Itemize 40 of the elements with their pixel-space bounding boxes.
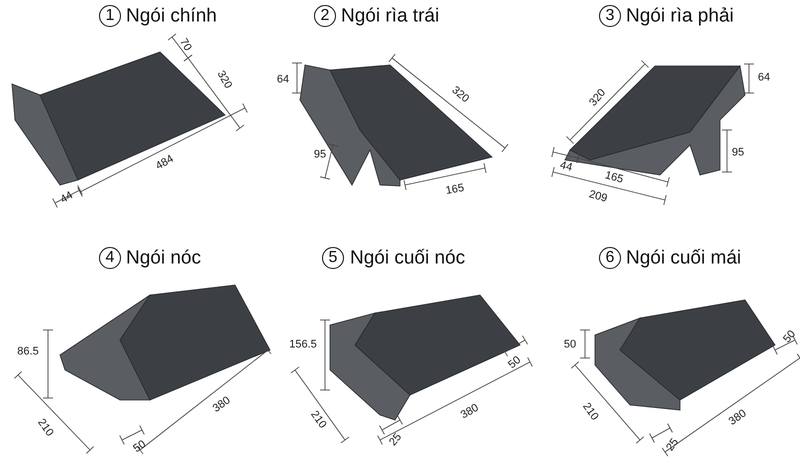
tile-name: Ngói nóc [126,248,201,268]
dimension-label: 64 [276,74,290,86]
tile-name: Ngói rìa trái [341,6,440,26]
tile-name: Ngói rìa phải [626,6,734,26]
dimension-label: 156.5 [289,340,317,350]
dimension-label: 44 [58,190,76,206]
tile-name: Ngói cuối mái [626,248,742,268]
dimension-label: 95 [314,150,326,160]
dimension-label: 380 [459,402,481,422]
dimension-label: 50 [782,328,798,346]
tile-name: Ngói chính [126,6,217,26]
dimension-label: 210 [35,417,55,439]
dimension-label: 380 [727,408,749,428]
number-circle: 5 [322,247,344,269]
dimension-label: 25 [388,432,404,448]
dimension-label: 70 [177,36,193,54]
dimension-label: 64 [758,72,770,84]
dimension-label: 209 [588,189,608,205]
number-circle: 2 [314,5,336,27]
dimension-label: 320 [449,84,471,106]
dimension-label: 44 [558,160,574,174]
dimension-label: 50 [132,438,148,456]
dimension-label: 484 [154,154,176,172]
dimension-label: 320 [588,87,608,109]
number-circle: 3 [599,5,621,27]
dimension-label: 320 [214,69,234,91]
tile-name: Ngói cuối nóc [350,248,466,268]
number-circle: 6 [599,247,621,269]
dimension-label: 50 [564,340,576,350]
number-circle: 4 [99,247,121,269]
dimension-label: 210 [580,401,600,423]
dimension-label: 165 [445,183,465,197]
dimension-label: 50 [506,354,524,372]
dimension-label: 210 [308,409,328,431]
dimension-label: 25 [664,436,682,454]
dimension-label: 165 [604,170,624,186]
dimension-label: 86.5 [17,346,39,358]
dimension-label: 380 [211,395,233,415]
number-circle: 1 [99,5,121,27]
dimension-label: 95 [732,148,744,158]
